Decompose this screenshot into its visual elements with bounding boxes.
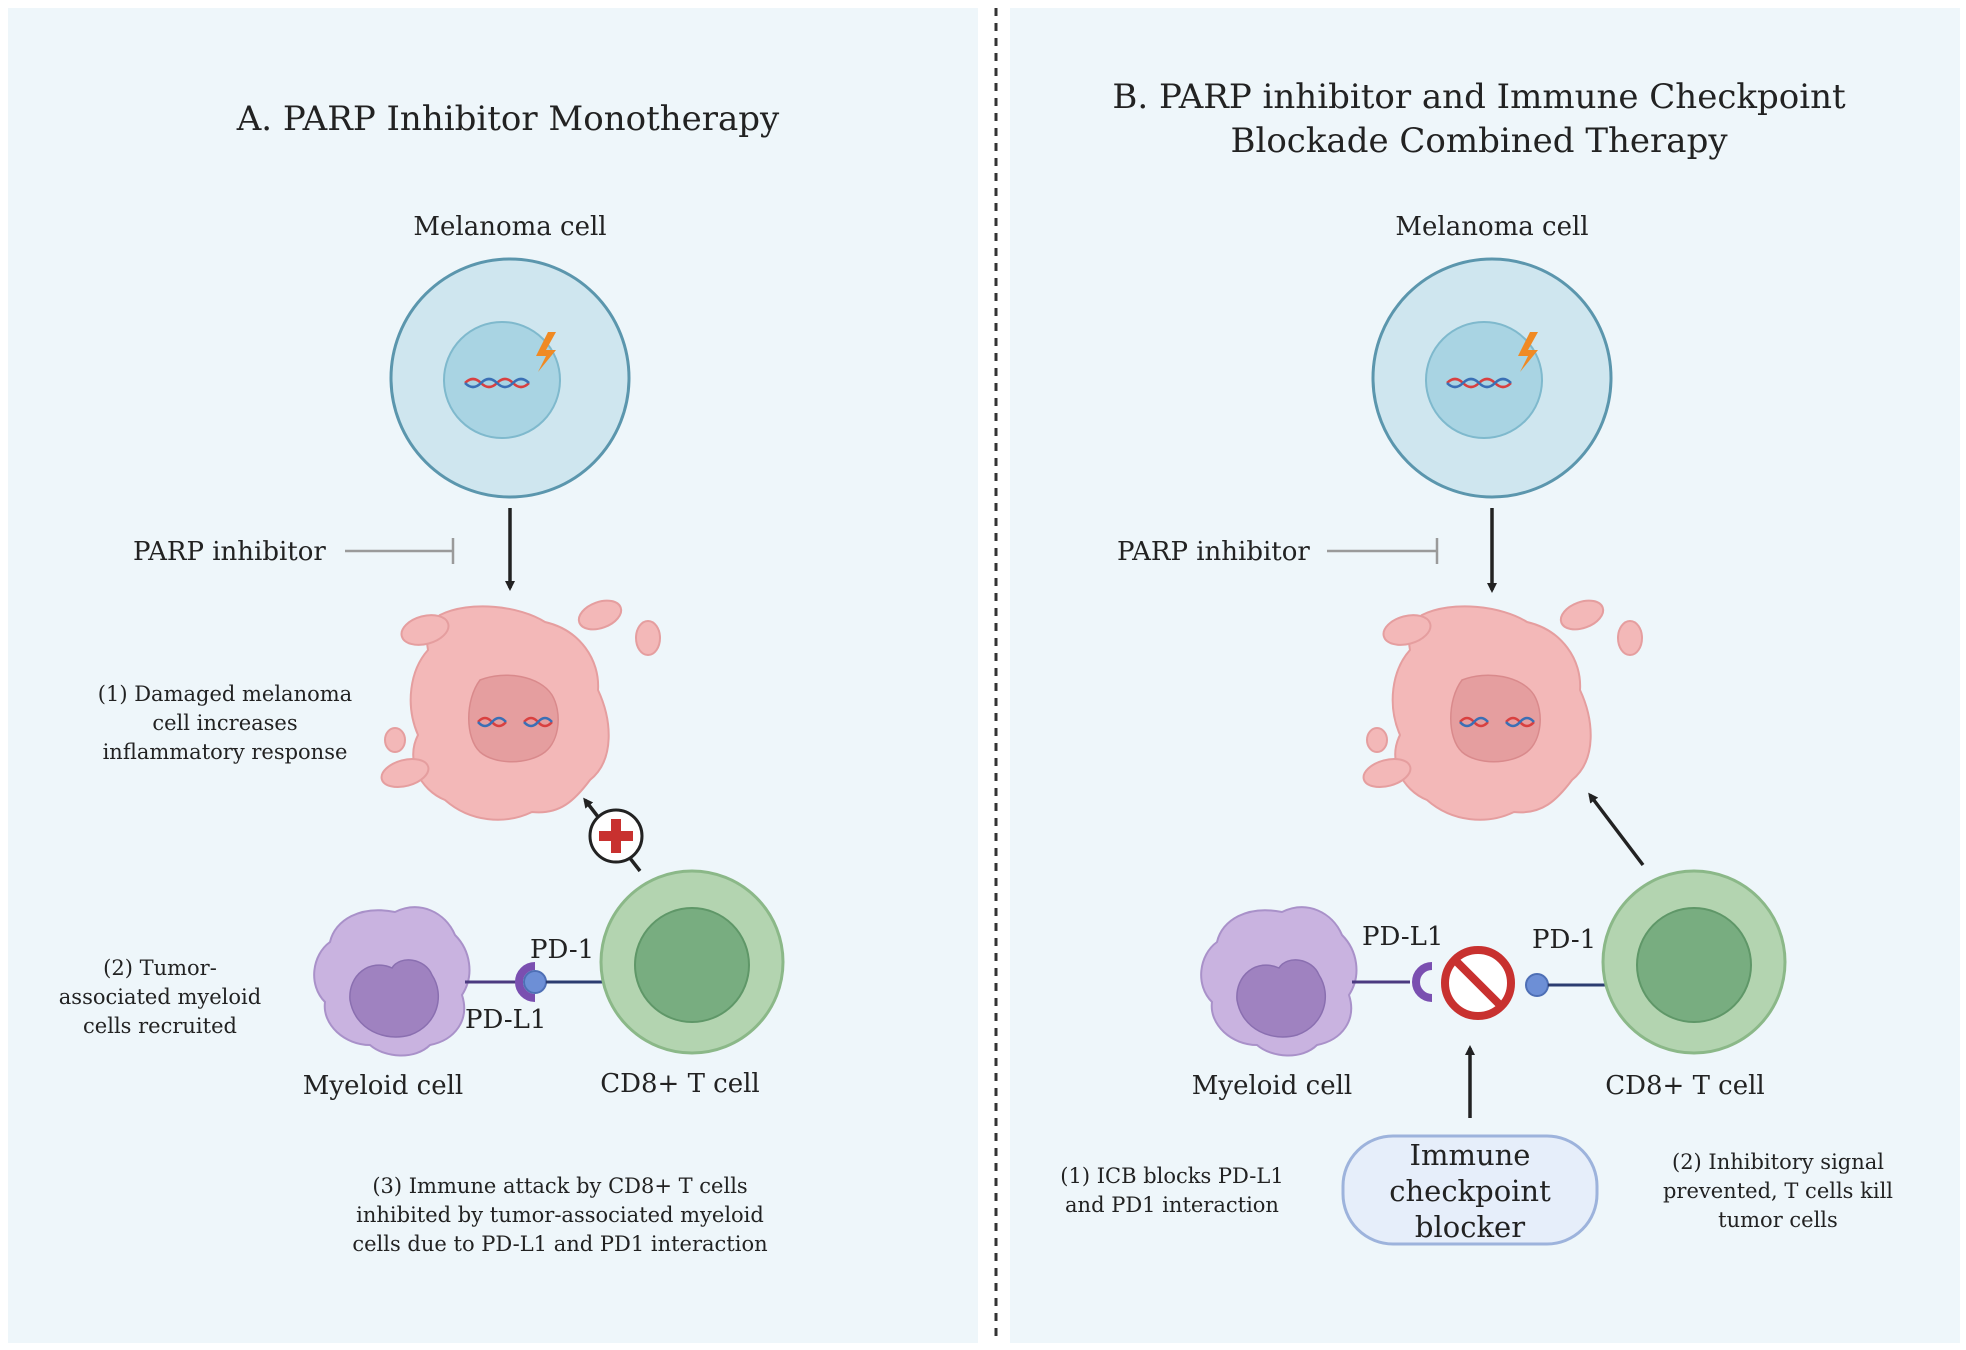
panel-a-step1-text: (1) Damaged melanoma cell increases infl… [98,682,352,764]
panel-a-broken-dna-icon [477,716,553,728]
panel-b-tcell-attack-arrow [1588,792,1645,867]
panel-a-damaged-nucleus [468,674,559,763]
svg-text:(1) Damaged melanoma: (1) Damaged melanoma [98,682,352,706]
svg-text:(1) ICB blocks PD-L1: (1) ICB blocks PD-L1 [1060,1164,1283,1188]
panel-b-dna-icon [1446,377,1512,389]
panel-b: B. PARP inhibitor and Immune Checkpoint … [1010,8,1960,1343]
panel-b-fragment [1366,727,1388,753]
panel-a-tcell-nucleus [634,907,750,1023]
panel-a-dna-icon [464,377,530,389]
panel-a-myeloid-label: Myeloid cell [303,1071,463,1101]
svg-text:Immune: Immune [1410,1138,1531,1172]
panel-b-step2-text: (2) Inhibitory signal prevented, T cells… [1663,1150,1893,1232]
panel-a-tcell-label: CD8+ T cell [600,1069,760,1099]
panel-a-pd1-label: PD-1 [530,935,594,965]
panel-a-pd1-receptor-icon [523,970,547,994]
panel-a-fragment [635,620,661,656]
panel-b-pdl1-receptor-icon [1412,962,1433,1002]
svg-text:(2) Inhibitory signal: (2) Inhibitory signal [1672,1150,1884,1174]
svg-text:checkpoint: checkpoint [1389,1174,1551,1208]
panel-b-myeloid-label: Myeloid cell [1192,1071,1352,1101]
panel-b-pd1-label: PD-1 [1532,925,1596,955]
panel-b-tcell [1601,869,1787,1055]
panel-a-step3-text: (3) Immune attack by CD8+ T cells inhibi… [352,1174,767,1256]
panel-b-tcell-nucleus [1636,907,1752,1023]
svg-text:cell increases: cell increases [152,711,297,735]
panel-b-broken-dna-icon [1459,716,1535,728]
panel-b-lightning-icon [1518,332,1538,372]
panel-a-lightning-icon [536,332,556,372]
svg-text:cells recruited: cells recruited [83,1014,237,1038]
panel-a: A. PARP Inhibitor Monotherapy Melanoma c… [8,8,978,1343]
svg-text:prevented, T cells kill: prevented, T cells kill [1663,1179,1893,1203]
svg-text:associated myeloid: associated myeloid [59,985,261,1009]
panel-b-block-sign-icon [1441,946,1515,1020]
panel-b-melanoma-cell [1371,257,1613,499]
svg-text:cells due to PD-L1 and PD1 int: cells due to PD-L1 and PD1 interaction [352,1232,767,1256]
panel-a-fragment [400,614,450,646]
svg-text:(2) Tumor-: (2) Tumor- [103,956,217,980]
svg-text:inflammatory response: inflammatory response [103,740,348,764]
panel-a-step2-text: (2) Tumor- associated myeloid cells recr… [59,956,261,1038]
panel-b-tcell-label: CD8+ T cell [1605,1071,1765,1101]
panel-b-pdl1-label: PD-L1 [1362,922,1443,952]
panel-b-fragment [1617,620,1643,656]
panel-b-damaged-cell [1362,599,1643,821]
panel-a-pdl1-label: PD-L1 [465,1005,546,1035]
panel-a-fragment [380,757,430,789]
panel-b-pd1-receptor-icon [1525,973,1549,997]
svg-text:inhibited by tumor-associated: inhibited by tumor-associated myeloid [356,1203,764,1227]
panel-a-damaged-cell [380,599,661,821]
panel-a-pdl1-receptor-icon [515,962,536,1002]
panel-b-title-line1: B. PARP inhibitor and Immune Checkpoint [1112,77,1846,117]
panel-b-myeloid-cell [1200,906,1358,1057]
panel-a-tcell [599,869,785,1055]
panel-b-fragment [1382,614,1432,646]
panel-b-parp-label: PARP inhibitor [1117,537,1310,567]
svg-text:tumor cells: tumor cells [1718,1208,1838,1232]
panel-b-step1-text: (1) ICB blocks PD-L1 and PD1 interaction [1060,1164,1283,1217]
panel-a-myeloid-cell [313,906,471,1057]
panel-a-blocked-attack-icon [588,808,644,864]
panel-b-melanoma-label: Melanoma cell [1395,212,1588,242]
panel-b-fragment [1362,757,1412,789]
svg-text:and PD1 interaction: and PD1 interaction [1065,1193,1279,1217]
panel-a-parp-label: PARP inhibitor [133,537,326,567]
panel-a-fragment [577,599,623,631]
svg-text:(3) Immune attack by CD8+ T ce: (3) Immune attack by CD8+ T cells [372,1174,747,1198]
panel-a-melanoma-label: Melanoma cell [413,212,606,242]
panel-a-fragment [384,727,406,753]
svg-text:blocker: blocker [1415,1210,1525,1244]
panel-b-title-line2: Blockade Combined Therapy [1230,121,1728,161]
panel-a-myeloid-nucleus [349,959,440,1038]
panel-b-immune-checkpoint-blocker: Immune checkpoint blocker [1341,1134,1599,1246]
panel-b-myeloid-nucleus [1236,959,1327,1038]
panel-a-melanoma-cell [389,257,631,499]
panel-b-fragment [1559,599,1605,631]
panel-a-title: A. PARP Inhibitor Monotherapy [236,99,780,139]
panel-b-damaged-nucleus [1450,674,1541,763]
